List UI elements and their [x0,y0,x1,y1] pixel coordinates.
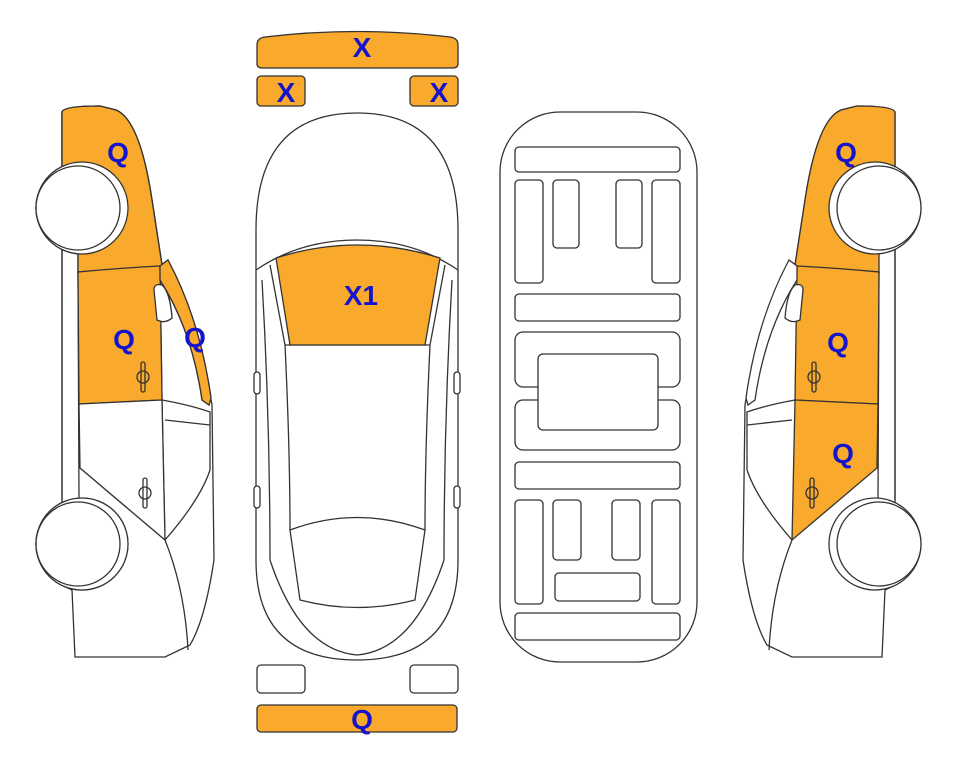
front-right-corner-panel[interactable] [409,75,459,107]
right-rear-door-label: Q [832,438,854,469]
front-left-corner-panel[interactable] [256,75,306,107]
door-handle-icon [140,361,146,393]
front-right-corner-label: X [430,77,449,108]
windshield-label: X1 [344,280,378,311]
door-handle-icon [809,477,815,509]
underbody-view [499,111,698,663]
rear-left-corner-panel[interactable] [256,664,306,694]
front-bumper-panel[interactable] [256,30,459,69]
front-left-corner-label: X [277,77,296,108]
right-hood-label: Q [835,137,857,168]
left-a-pillar-label: Q [184,322,206,353]
rear-bumper-panel[interactable] [256,704,458,733]
right-side-view [742,105,922,658]
left-a-pillar-panel[interactable] [159,259,212,407]
left-side-view-panels: Q Q Q [35,105,212,591]
windshield-panel[interactable] [275,244,441,346]
left-front-door-label: Q [113,324,135,355]
top-view: X X X X1 Q [253,30,461,735]
rear-bumper-label: Q [351,704,373,735]
right-front-door-label: Q [827,327,849,358]
left-hood-label: Q [107,137,129,168]
door-handle-icon [811,361,817,393]
right-a-pillar-panel[interactable] [745,259,798,407]
front-bumper-label: X [353,32,372,63]
left-mirror [153,283,173,323]
rear-right-corner-panel[interactable] [409,664,459,694]
door-handle-icon [142,477,148,509]
